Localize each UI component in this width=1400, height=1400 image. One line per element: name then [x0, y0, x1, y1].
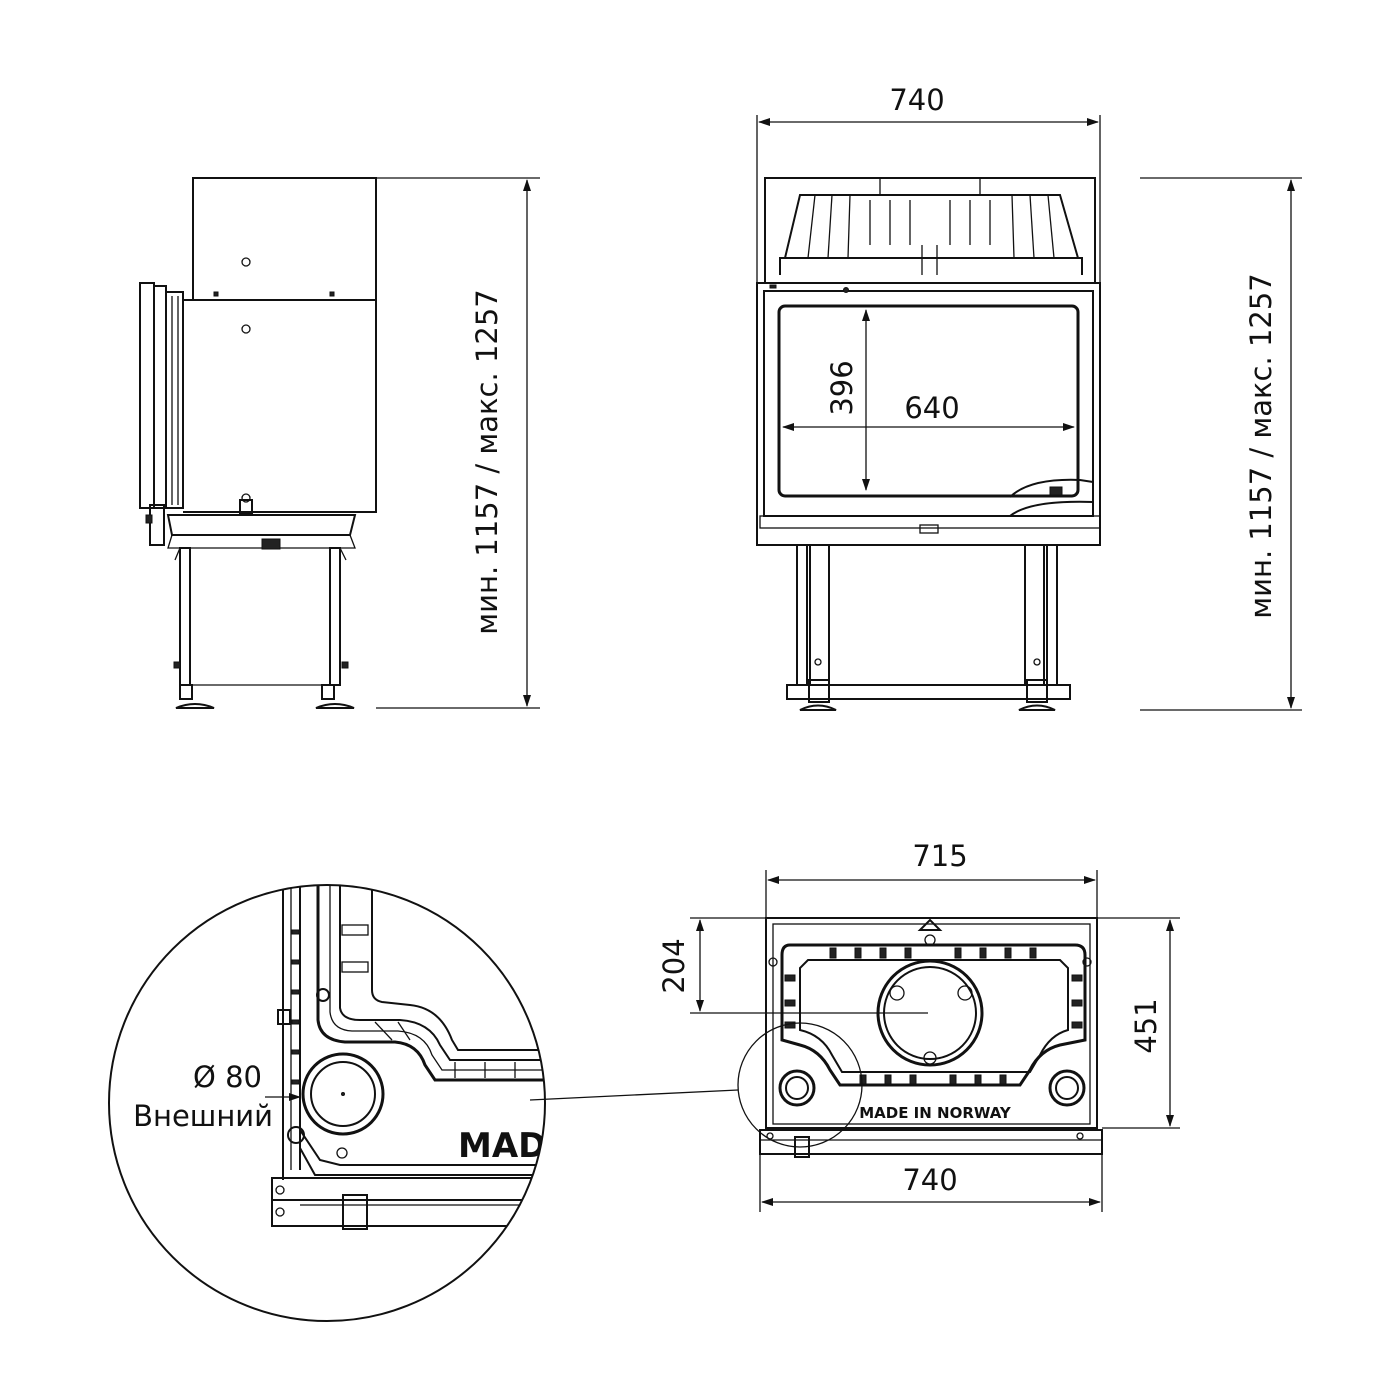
- side-view: мин. 1157 / макс. 1257: [139, 177, 540, 709]
- inner-width-label: 715: [912, 839, 967, 873]
- front-width-label: 740: [889, 83, 944, 117]
- flue-offset-label: 204: [657, 938, 691, 993]
- glass-height-label: 396: [825, 360, 859, 415]
- made-in-norway-stamp: MADE IN NORWAY: [859, 1104, 1012, 1122]
- top-view: 715: [529, 839, 1180, 1212]
- glass-width-label: 640: [904, 391, 959, 425]
- front-height-label: мин. 1157 / макс. 1257: [1244, 273, 1278, 618]
- detail-stamp-fragment: MAD: [458, 1126, 546, 1166]
- side-height-label: мин. 1157 / макс. 1257: [470, 289, 504, 634]
- front-view: 740: [756, 83, 1302, 711]
- detail-view: MAD Ø 80 Внешний: [108, 884, 546, 1322]
- external-label: Внешний: [133, 1099, 273, 1133]
- depth-label: 451: [1129, 998, 1163, 1053]
- diameter-label: Ø 80: [193, 1060, 262, 1094]
- outer-width-label: 740: [902, 1163, 957, 1197]
